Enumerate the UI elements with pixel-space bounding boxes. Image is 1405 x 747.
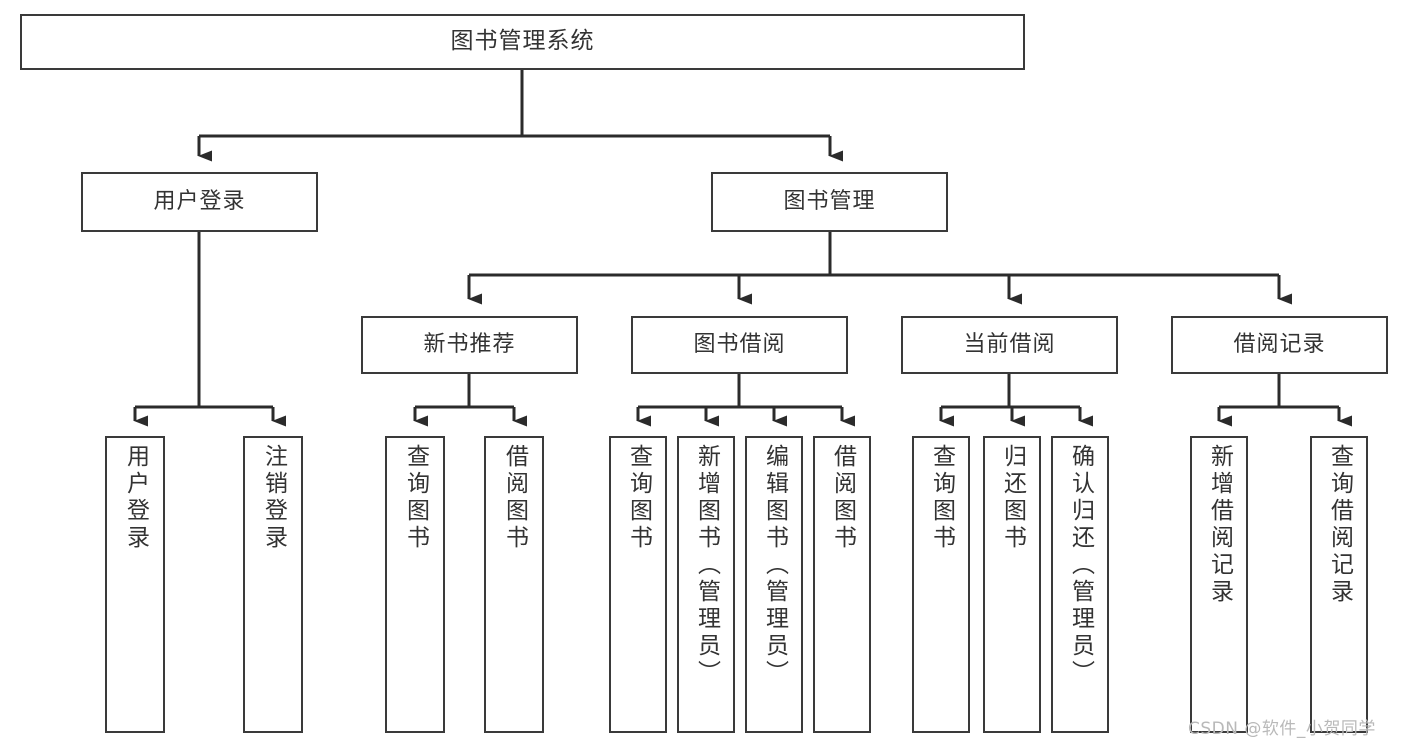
node-leaf-borrow-book[interactable]: 借阅图书 <box>813 436 871 733</box>
node-leaf-add-book[interactable]: 新增图书（管理员） <box>677 436 735 733</box>
node-root-label: 图书管理系统 <box>450 28 595 55</box>
node-leaf-borrow-book-label: 借阅图书 <box>829 444 856 552</box>
node-leaf-edit-book[interactable]: 编辑图书（管理员） <box>745 436 803 733</box>
node-book-borrow[interactable]: 图书借阅 <box>631 316 848 374</box>
node-leaf-query-book-rec-label: 查询图书 <box>402 444 429 552</box>
node-book-borrow-label: 图书借阅 <box>693 331 786 357</box>
node-leaf-add-book-label: 新增图书（管理员） <box>693 444 720 687</box>
node-leaf-query-book-rec[interactable]: 查询图书 <box>385 436 445 733</box>
node-leaf-user-login-label: 用户登录 <box>122 444 149 552</box>
node-leaf-logout-label: 注销登录 <box>260 444 287 552</box>
node-leaf-add-record-label: 新增借阅记录 <box>1206 444 1233 606</box>
node-leaf-confirm-return[interactable]: 确认归还（管理员） <box>1051 436 1109 733</box>
node-current-borrow[interactable]: 当前借阅 <box>901 316 1118 374</box>
node-leaf-query-book-borrow-label: 查询图书 <box>625 444 652 552</box>
node-leaf-query-record[interactable]: 查询借阅记录 <box>1310 436 1368 733</box>
node-leaf-return-book[interactable]: 归还图书 <box>983 436 1041 733</box>
node-leaf-add-record[interactable]: 新增借阅记录 <box>1190 436 1248 733</box>
node-new-book-recommend-label: 新书推荐 <box>423 331 516 357</box>
node-borrow-record[interactable]: 借阅记录 <box>1171 316 1388 374</box>
node-leaf-return-book-label: 归还图书 <box>999 444 1026 552</box>
node-user-login-label: 用户登录 <box>153 188 246 214</box>
node-leaf-query-record-label: 查询借阅记录 <box>1326 444 1353 606</box>
node-leaf-borrow-book-rec-label: 借阅图书 <box>501 444 528 552</box>
node-user-login[interactable]: 用户登录 <box>81 172 318 232</box>
node-leaf-confirm-return-label: 确认归还（管理员） <box>1067 444 1094 687</box>
node-current-borrow-label: 当前借阅 <box>963 331 1056 357</box>
node-book-management-label: 图书管理 <box>783 188 876 214</box>
node-book-management[interactable]: 图书管理 <box>711 172 948 232</box>
node-leaf-query-book-current[interactable]: 查询图书 <box>912 436 970 733</box>
node-leaf-logout[interactable]: 注销登录 <box>243 436 303 733</box>
node-leaf-query-book-current-label: 查询图书 <box>928 444 955 552</box>
node-leaf-query-book-borrow[interactable]: 查询图书 <box>609 436 667 733</box>
node-leaf-borrow-book-rec[interactable]: 借阅图书 <box>484 436 544 733</box>
node-new-book-recommend[interactable]: 新书推荐 <box>361 316 578 374</box>
watermark-text: CSDN @软件_小贺同学 <box>1188 719 1376 739</box>
node-root[interactable]: 图书管理系统 <box>20 14 1025 70</box>
node-leaf-user-login[interactable]: 用户登录 <box>105 436 165 733</box>
node-borrow-record-label: 借阅记录 <box>1233 331 1326 357</box>
node-leaf-edit-book-label: 编辑图书（管理员） <box>761 444 788 687</box>
